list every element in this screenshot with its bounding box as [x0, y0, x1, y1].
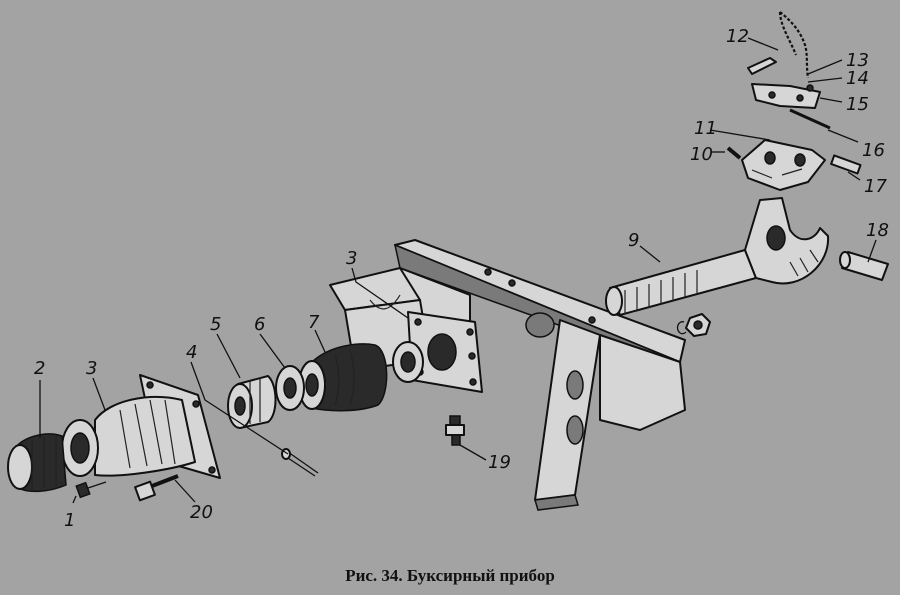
- washer-part-6: [275, 365, 305, 411]
- label-part-1: 1: [64, 510, 75, 531]
- pin-part-10: [726, 146, 742, 160]
- grease-nipple-part-19: [445, 415, 465, 446]
- label-part-7: 7: [308, 312, 320, 333]
- castle-nut-part-5: [227, 375, 277, 429]
- label-part-9: 9: [628, 230, 639, 251]
- housing-part-3: [61, 374, 221, 479]
- label-part-18: 18: [866, 220, 889, 241]
- frame-mount-flange: [407, 311, 483, 393]
- label-part-10: 10: [690, 144, 713, 165]
- pin-part-18: [839, 251, 889, 281]
- pin-part-17: [830, 154, 862, 175]
- chain-part-12: [747, 11, 810, 79]
- label-part-16: 16: [862, 140, 885, 161]
- label-part-4: 4: [186, 342, 197, 363]
- label-part-11: 11: [694, 118, 717, 139]
- leader-lines: [39, 37, 877, 504]
- cap-part-2: [7, 433, 67, 493]
- part-labels: 2 3 4 5 6 7 3 9 10 11 12 13 14 15 16 17 …: [34, 26, 889, 531]
- label-part-14: 14: [846, 68, 869, 89]
- label-part-19: 19: [488, 452, 511, 473]
- latch-part-11: [741, 139, 826, 191]
- tow-hook-part-9: [605, 197, 830, 316]
- label-part-13: 13: [846, 50, 869, 71]
- bolt-part-20: [134, 474, 179, 502]
- label-part-17: 17: [864, 176, 887, 197]
- washer-frame-side: [392, 341, 424, 383]
- label-part-3: 3: [86, 358, 97, 379]
- spring-part-16: [789, 108, 831, 130]
- label-part-3-frame: 3: [346, 248, 357, 269]
- label-part-12: 12: [726, 26, 749, 47]
- label-part-6: 6: [254, 314, 265, 335]
- label-part-5: 5: [210, 314, 221, 335]
- nut-and-washer: [676, 313, 711, 337]
- frame-cross-member: [329, 239, 686, 511]
- lock-body-part-15: [751, 83, 821, 109]
- cotter-pin-part-4: [281, 448, 319, 477]
- figure-caption: Рис. 34. Буксирный прибор: [345, 566, 555, 585]
- label-part-20: 20: [190, 502, 213, 523]
- label-part-2: 2: [34, 358, 45, 379]
- bolt-part-1: [75, 481, 107, 499]
- rubber-buffer-part-7: [298, 343, 388, 412]
- label-part-15: 15: [846, 94, 869, 115]
